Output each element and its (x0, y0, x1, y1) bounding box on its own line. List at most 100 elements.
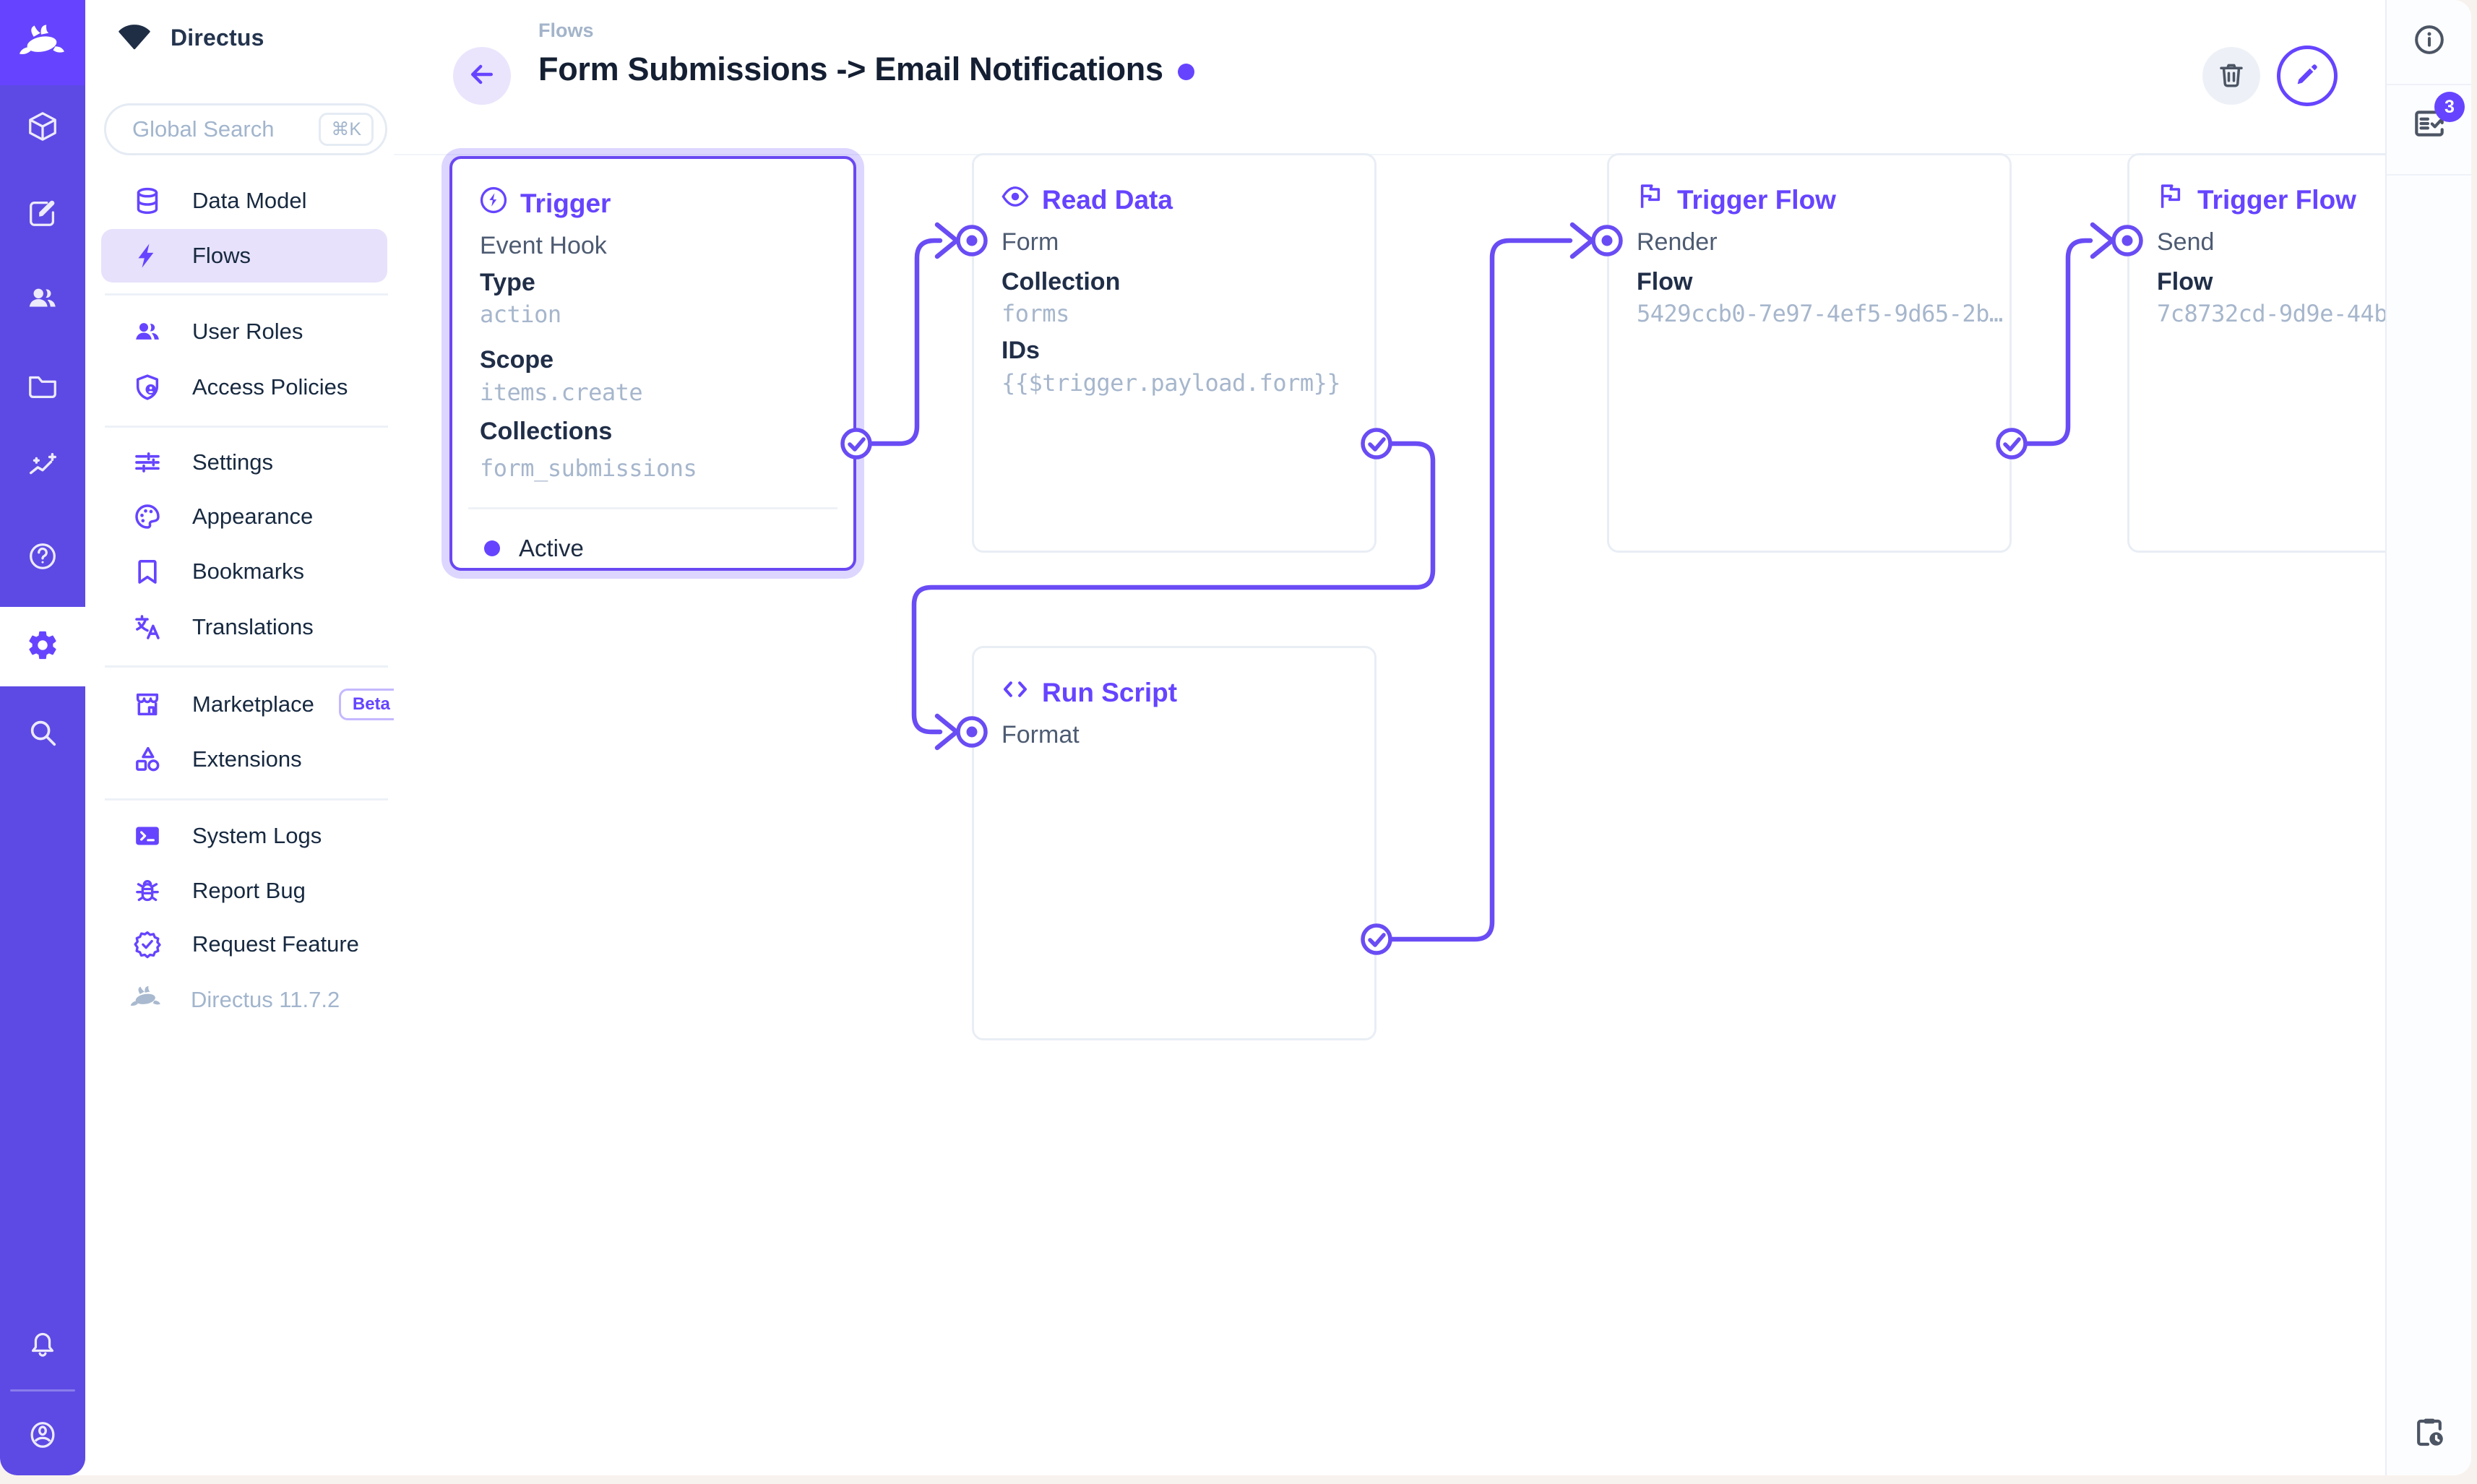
sidebar-item-label: Bookmarks (192, 558, 305, 584)
operation-name: Format (1001, 721, 1080, 749)
code-icon (1000, 674, 1030, 711)
field-value: action (480, 301, 561, 328)
database-icon (133, 186, 162, 215)
logs-sidebar-button[interactable]: 3 (2387, 92, 2471, 154)
field-label: Scope (480, 346, 554, 374)
module-files-button[interactable] (0, 350, 85, 425)
field-value: 7c8732cd-9d9e-44be (2157, 300, 2401, 327)
panel-title: Read Data (1000, 181, 1173, 218)
sidebar-item-translations[interactable]: Translations (101, 600, 387, 655)
trigger-name: Event Hook (480, 232, 607, 259)
sidebar-item-extensions[interactable]: Extensions (101, 732, 387, 787)
bookmark-icon (133, 557, 162, 586)
flow-panel-trigger[interactable]: Trigger Event Hook Type action Scope ite… (449, 156, 856, 571)
field-label: IDs (1001, 337, 1040, 364)
edit-square-icon (26, 197, 59, 233)
nav-divider (105, 665, 388, 668)
sidebar-item-label: Settings (192, 449, 274, 475)
sidebar-item-bookmarks[interactable]: Bookmarks (101, 544, 387, 599)
sidebar-item-request-feature[interactable]: Request Feature (101, 917, 387, 972)
account-circle-icon (26, 1418, 59, 1455)
rail-divider (10, 1389, 75, 1392)
flag-icon (1635, 181, 1666, 218)
flow-panel-read-data[interactable]: Read Data Form Collection forms IDs {{$t… (972, 153, 1377, 553)
panel-title: Trigger Flow (2155, 181, 2356, 218)
module-editor-button[interactable] (0, 177, 85, 252)
storefront-icon (133, 690, 162, 719)
field-label: Flow (2157, 268, 2213, 295)
module-insights-button[interactable] (0, 429, 85, 504)
module-bar (0, 0, 85, 1475)
module-users-button[interactable] (0, 262, 85, 337)
folder-icon (26, 369, 59, 406)
back-button[interactable] (453, 47, 511, 105)
trash-icon (2216, 59, 2246, 93)
nav-sidebar: Directus Global Search ⌘K Data Model Flo… (85, 0, 404, 1475)
module-help-button[interactable] (0, 520, 85, 595)
gear-icon (26, 629, 59, 665)
sidebar-item-report-bug[interactable]: Report Bug (101, 863, 387, 918)
field-value: {{$trigger.payload.form}} (1001, 369, 1341, 397)
project-logo-icon (114, 22, 155, 54)
header-divider (394, 154, 2385, 155)
sidebar-item-data-model[interactable]: Data Model (101, 173, 387, 228)
flow-panel-trigger-flow-render[interactable]: Trigger Flow Render Flow 5429ccb0-7e97-4… (1607, 153, 2012, 553)
operation-name: Form (1001, 228, 1059, 256)
status-dot (484, 540, 500, 556)
arrow-left-icon (466, 59, 498, 94)
shield-user-icon (133, 373, 162, 402)
project-header[interactable]: Directus (114, 22, 264, 54)
sidebar-item-label: Flows (192, 243, 251, 268)
sidebar-item-marketplace[interactable]: Marketplace Beta (101, 677, 404, 732)
clipboard-clock-icon (2412, 1415, 2447, 1453)
user-roles-icon (133, 317, 162, 346)
delete-flow-button[interactable] (2202, 47, 2260, 105)
pending-revisions-button[interactable] (2387, 1405, 2471, 1462)
bug-icon (133, 876, 162, 905)
sidebar-item-flows[interactable]: Flows (101, 229, 387, 282)
flow-panel-run-script[interactable]: Run Script Format (972, 646, 1377, 1040)
sidebar-item-label: Translations (192, 614, 314, 639)
global-search-input[interactable]: Global Search ⌘K (104, 103, 387, 155)
bell-icon (26, 1326, 59, 1363)
field-value: forms (1001, 300, 1069, 327)
search-placeholder: Global Search (132, 116, 275, 142)
sidebar-item-label: Request Feature (192, 931, 359, 957)
sidebar-item-label: Report Bug (192, 878, 306, 903)
sidebar-divider (2387, 174, 2471, 176)
directus-logo-button[interactable] (0, 0, 85, 85)
module-search-button[interactable] (0, 696, 85, 772)
panel-divider (468, 507, 837, 509)
field-label: Flow (1637, 268, 1693, 295)
panel-title: Run Script (1000, 674, 1177, 711)
pencil-icon (2293, 60, 2322, 92)
palette-icon (133, 502, 162, 531)
module-content-button[interactable] (0, 90, 85, 165)
extensions-icon (133, 745, 162, 774)
module-settings-button[interactable] (0, 607, 85, 686)
unsaved-dot (1177, 63, 1194, 80)
sidebar-item-label: Appearance (192, 504, 314, 529)
nav-divider (105, 798, 388, 801)
field-label: Collection (1001, 268, 1121, 295)
edit-flow-button[interactable] (2277, 46, 2338, 106)
sidebar-item-appearance[interactable]: Appearance (101, 489, 387, 544)
flow-canvas-area: Trigger Event Hook Type action Scope ite… (394, 0, 2471, 1475)
badge-check-icon (133, 930, 162, 959)
sidebar-item-settings[interactable]: Settings (101, 435, 387, 490)
sidebar-item-system-logs[interactable]: System Logs (101, 808, 387, 863)
page-title: Form Submissions -> Email Notifications (538, 51, 1194, 88)
sidebar-item-access-policies[interactable]: Access Policies (101, 360, 387, 415)
account-button[interactable] (0, 1399, 85, 1474)
breadcrumb[interactable]: Flows (538, 20, 594, 41)
info-sidebar-button[interactable] (2387, 12, 2471, 70)
help-icon (26, 540, 59, 577)
sidebar-item-label: User Roles (192, 319, 303, 344)
sidebar-item-user-roles[interactable]: User Roles (101, 304, 387, 359)
search-icon (26, 716, 59, 753)
terminal-icon (133, 821, 162, 850)
eye-icon (1000, 181, 1030, 218)
nav-divider (105, 426, 388, 428)
notifications-button[interactable] (0, 1306, 85, 1381)
